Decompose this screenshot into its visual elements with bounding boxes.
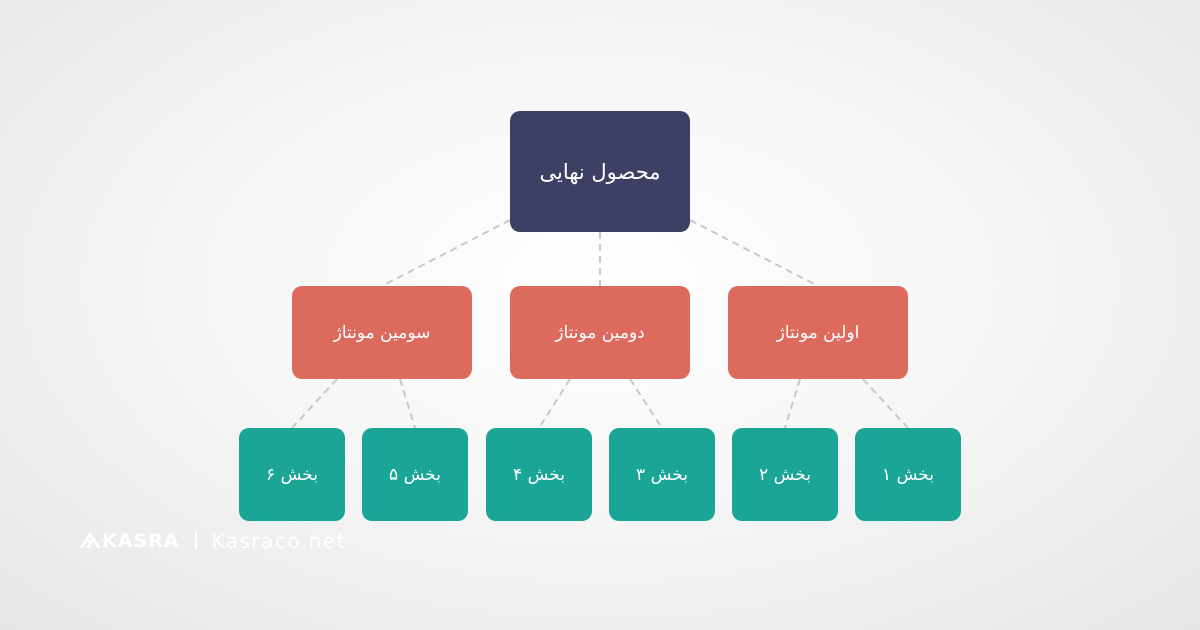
root-node-label: محصول نهایی — [539, 159, 661, 184]
connector-assembly-first-part-1 — [862, 378, 909, 429]
part-node-label: بخش ۴ — [513, 464, 565, 485]
part-node-4: بخش ۴ — [486, 428, 592, 521]
part-node-label: بخش ۳ — [636, 464, 688, 485]
part-node-2: بخش ۲ — [732, 428, 838, 521]
part-node-3: بخش ۳ — [609, 428, 715, 521]
part-node-1: بخش ۱ — [855, 428, 961, 521]
part-node-label: بخش ۱ — [882, 464, 934, 485]
brand-footer: KASRA Kasraco.net — [80, 526, 346, 556]
part-node-label: بخش ۶ — [266, 464, 318, 485]
connector-assembly-second-part-4 — [538, 378, 571, 429]
connector-assembly-first-part-2 — [784, 378, 801, 429]
connector-assembly-third-part-6 — [291, 378, 338, 429]
part-node-label: بخش ۲ — [759, 464, 811, 485]
assembly-node-third: سومین مونتاژ — [292, 286, 472, 379]
kasra-logo-icon — [80, 532, 100, 549]
assembly-node-first: اولین مونتاژ — [728, 286, 908, 379]
assembly-node-second: دومین مونتاژ — [510, 286, 690, 379]
connector-root-assembly-first — [689, 219, 819, 287]
brand-divider — [195, 532, 198, 550]
assembly-node-label: دومین مونتاژ — [555, 322, 645, 343]
connector-assembly-second-part-3 — [629, 378, 663, 429]
assembly-node-label: اولین مونتاژ — [776, 322, 860, 343]
assembly-node-label: سومین مونتاژ — [333, 322, 431, 343]
kasra-logo-text: KASRA — [102, 530, 180, 552]
connector-assembly-third-part-5 — [399, 378, 416, 429]
part-node-5: بخش ۵ — [362, 428, 468, 521]
root-node-final-product: محصول نهایی — [510, 111, 690, 232]
connector-root-assembly-third — [381, 219, 511, 287]
brand-url: Kasraco.net — [211, 529, 346, 553]
kasra-logo: KASRA — [80, 530, 179, 552]
part-node-label: بخش ۵ — [389, 464, 441, 485]
part-node-6: بخش ۶ — [239, 428, 345, 521]
